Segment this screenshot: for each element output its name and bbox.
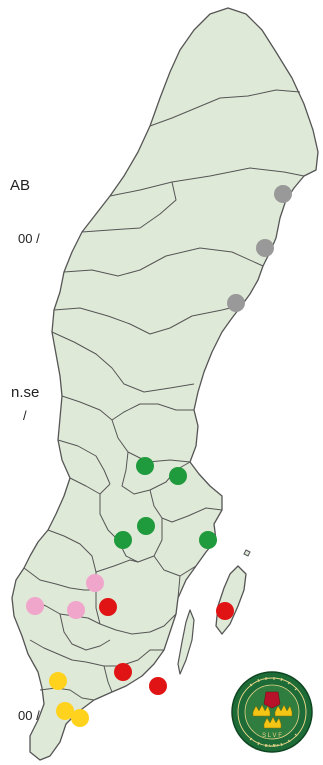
location-markers <box>26 185 292 727</box>
clipped-text-4: / <box>23 408 27 423</box>
clipped-text-2: 00 / <box>18 231 40 246</box>
emblem-ring-text: S.L.V.F <box>265 743 280 748</box>
marker-pink[interactable] <box>67 601 85 619</box>
marker-yellow[interactable] <box>56 702 74 720</box>
marker-yellow[interactable] <box>71 709 89 727</box>
oland-island <box>177 609 195 675</box>
marker-pink[interactable] <box>26 597 44 615</box>
marker-green[interactable] <box>199 531 217 549</box>
clipped-text-5: 00 / <box>18 708 40 723</box>
marker-red[interactable] <box>99 598 117 616</box>
marker-grey[interactable] <box>274 185 292 203</box>
clipped-text-1: AB <box>10 177 31 194</box>
marker-red[interactable] <box>114 663 132 681</box>
marker-green[interactable] <box>137 517 155 535</box>
marker-red[interactable] <box>149 677 167 695</box>
marker-pink[interactable] <box>86 574 104 592</box>
clipped-text-3: n.se <box>11 384 40 401</box>
emblem-text: S L V F <box>262 733 282 739</box>
marker-grey[interactable] <box>256 239 274 257</box>
gotland-island <box>215 565 247 635</box>
sweden-landmass <box>11 7 319 761</box>
county-borders <box>23 89 305 701</box>
small-island <box>243 549 251 557</box>
federation-emblem: S L V F S.L.V.F <box>231 671 313 753</box>
marker-grey[interactable] <box>227 294 245 312</box>
marker-green[interactable] <box>114 531 132 549</box>
marker-green[interactable] <box>169 467 187 485</box>
marker-red[interactable] <box>216 602 234 620</box>
marker-yellow[interactable] <box>49 672 67 690</box>
marker-green[interactable] <box>136 457 154 475</box>
